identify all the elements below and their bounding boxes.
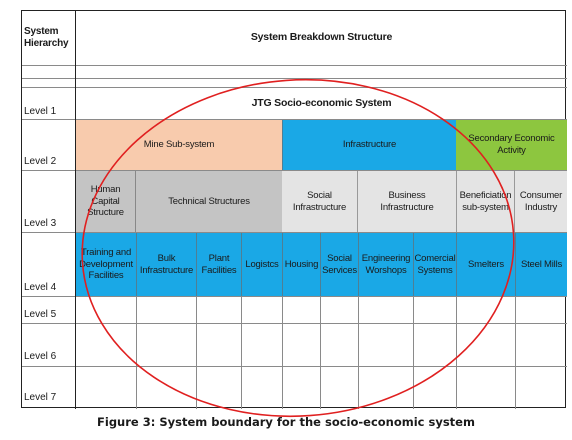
level-3-label: Level 3 — [24, 218, 57, 229]
level-4-label: Level 4 — [24, 282, 57, 293]
level-2-label: Level 2 — [24, 156, 57, 167]
level3-consumer-industry: Consumer Industry — [515, 171, 567, 232]
level3-social-infrastructure: Social Infrastructure — [282, 171, 358, 232]
level3-beneficiation-subsystem: Beneficiation sub-system — [456, 171, 515, 232]
level4-logistics: Logistcs — [241, 233, 282, 296]
level4-commercial-systems: Comercial Systems — [413, 233, 456, 296]
level4-smelters: Smelters — [456, 233, 515, 296]
level3-business-infrastructure: Business Infrastructure — [358, 171, 456, 232]
level3-technical-structures: Technical Structures — [136, 171, 282, 232]
level4-social-services: Social Services — [320, 233, 358, 296]
level2-infrastructure: Infrastructure — [282, 120, 456, 170]
level4-plant-facilities: Plant Facilities — [196, 233, 241, 296]
level-6-label: Level 6 — [24, 351, 57, 362]
system-breakdown-header: System Breakdown Structure — [250, 31, 393, 44]
level4-housing: Housing — [282, 233, 320, 296]
level4-bulk-infrastructure: Bulk Infrastructure — [136, 233, 196, 296]
level-7-label: Level 7 — [24, 392, 57, 403]
level1-system-title: JTG Socio-economic System — [251, 96, 392, 109]
figure-caption: Figure 3: System boundary for the socio-… — [97, 415, 475, 429]
level-1-label: Level 1 — [24, 106, 57, 117]
level-5-label: Level 5 — [24, 309, 57, 320]
level2-secondary-economic-activity: Secondary Economic Activity — [456, 120, 567, 170]
system-hierarchy-header: System Hierarchy — [24, 25, 69, 50]
level2-mine-subsystem: Mine Sub-system — [76, 120, 282, 170]
diagram-frame: System Hierarchy System Breakdown Struct… — [21, 10, 567, 409]
level4-engineering-workshops: Engineering Worshops — [358, 233, 413, 296]
level4-steel-mills: Steel Mills — [515, 233, 567, 296]
